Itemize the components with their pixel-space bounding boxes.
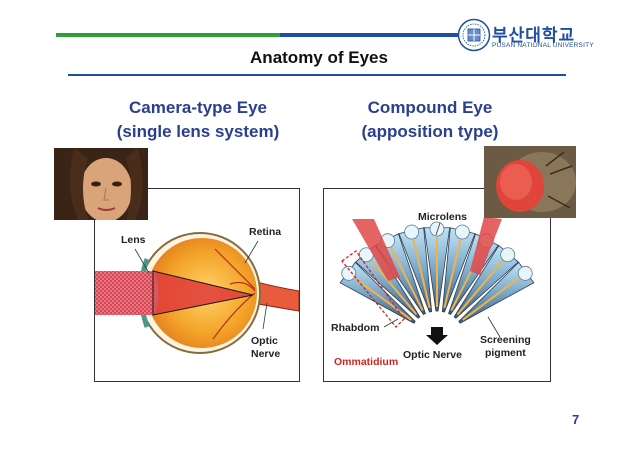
right-heading: Compound Eye (apposition type) [320,96,540,144]
camera-eye-panel: Lens Retina Optic Nerve [94,188,300,382]
rhabdom-core [354,277,412,321]
logo-english-text: PUSAN NATIONAL UNIVERSITY [492,42,594,49]
ommatidia-fan [339,221,535,324]
fly-head-photo [484,146,576,218]
label-retina: Retina [249,226,282,238]
rhabdom-core [462,277,520,321]
microlens-dome [341,265,357,281]
microlens-dome [517,265,533,281]
rhabdom-core [412,239,431,309]
label-screening-line2: pigment [484,347,526,359]
right-heading-line1: Compound Eye [367,98,493,117]
logo-korean-text: 부산대학교 [492,26,576,45]
rhabdom-core [456,260,504,316]
compound-eye-diagram [339,217,535,345]
rhabdom-core [443,239,462,309]
microlens-dome [429,221,445,237]
human-face-photo [54,148,148,220]
compound-eye-panel: Microlens Rhabdom Ommatidium Optic Nerve… [323,188,551,382]
label-optic-nerve: Optic Nerve [251,335,280,361]
label-optic-line2: Nerve [251,348,281,360]
page-number: 7 [572,412,580,427]
left-heading-line1: Camera-type Eye [129,98,267,117]
title-underline [68,74,566,76]
label-lens: Lens [121,234,146,246]
label-optic-line1: Optic [251,335,278,347]
microlens-dome [454,224,470,240]
microlens-dome [404,224,420,240]
label-optic-nerve-compound: Optic Nerve [403,349,462,361]
microlens-dome [500,247,516,263]
right-heading-line2: (apposition type) [361,122,499,141]
label-ommatidium: Ommatidium [334,356,399,368]
left-heading: Camera-type Eye (single lens system) [88,96,308,144]
slide-title: Anatomy of Eyes [250,48,388,67]
left-heading-line2: (single lens system) [116,122,280,141]
header-bar-green [56,33,280,37]
rhabdom-core [390,247,424,311]
label-rhabdom: Rhabdom [331,322,380,334]
label-screening-pigment: Screening pigment [480,334,531,360]
label-screening-line1: Screening [480,334,531,346]
university-seal-logo [457,18,491,52]
camera-eye-diagram [95,232,299,354]
rhabdom-core [370,260,418,316]
label-microlens: Microlens [418,211,468,223]
header-bar-blue [280,33,458,37]
